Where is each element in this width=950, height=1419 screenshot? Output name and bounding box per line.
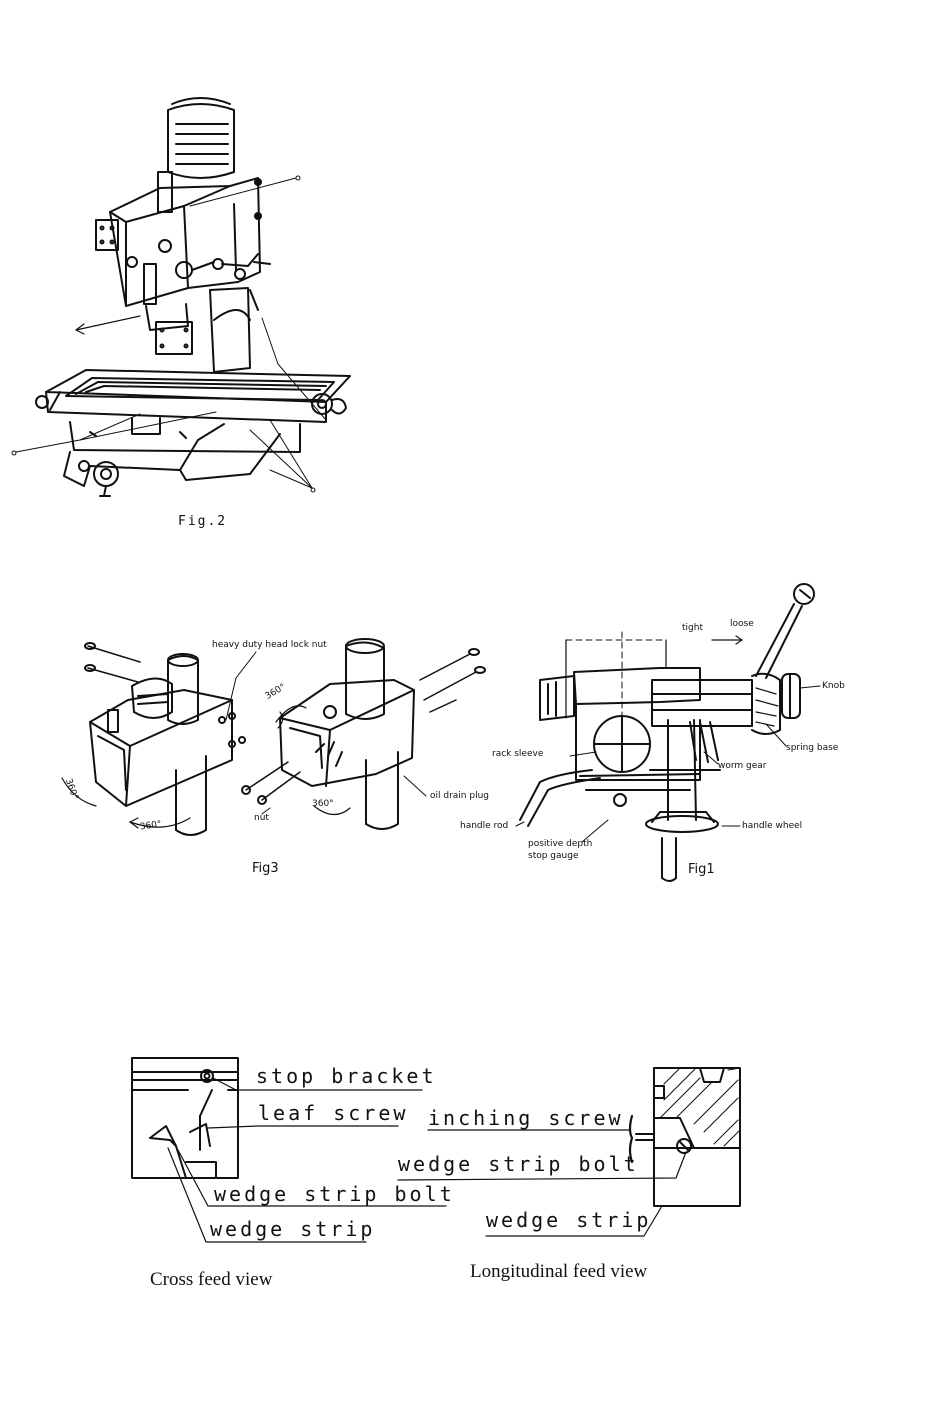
label-oil-drain-plug: oil drain plug	[430, 791, 489, 801]
cross-feed-view-drawing	[131, 1057, 447, 1243]
label-positive-depth: positive depth	[528, 839, 593, 849]
label-stop-bracket: stop bracket	[256, 1064, 437, 1088]
fig2-milling-machine-drawing	[11, 97, 351, 497]
label-tight: tight	[682, 623, 703, 633]
label-worm-gear: worm gear	[718, 761, 767, 771]
label-nut: nut	[254, 813, 269, 823]
fig3-head-lock-drawing	[61, 638, 486, 836]
label-leaf-screw: leaf screw	[258, 1101, 409, 1125]
label-handle-rod: handle rod	[460, 821, 509, 831]
fig1-caption: Fig1	[688, 862, 715, 877]
label-spring-base: spring base	[786, 743, 839, 753]
label-long-wedge-strip: wedge strip	[486, 1208, 652, 1232]
longitudinal-feed-caption: Longitudinal feed view	[470, 1261, 648, 1282]
label-inching-screw: inching screw	[428, 1106, 624, 1130]
label-cross-wedge-strip: wedge strip	[210, 1217, 376, 1241]
label-long-wedge-strip-bolt: wedge strip bolt	[398, 1152, 639, 1176]
label-head-lock-nut: heavy duty head lock nut	[212, 640, 327, 650]
fig2-caption: Fig.2	[178, 514, 228, 529]
label-degree-d: 360°	[312, 799, 334, 809]
label-stop-gauge: stop gauge	[528, 851, 579, 861]
fig1-feed-mechanism-drawing	[515, 583, 821, 882]
label-rack-sleeve: rack sleeve	[492, 749, 544, 759]
label-knob: Knob	[822, 681, 845, 691]
label-handle-wheel: handle wheel	[742, 821, 803, 831]
fig3-caption: Fig3	[252, 861, 279, 876]
label-cross-wedge-strip-bolt: wedge strip bolt	[214, 1182, 455, 1206]
label-loose: loose	[730, 619, 754, 629]
longitudinal-feed-view-drawing	[397, 1067, 741, 1237]
cross-feed-caption: Cross feed view	[150, 1269, 273, 1290]
